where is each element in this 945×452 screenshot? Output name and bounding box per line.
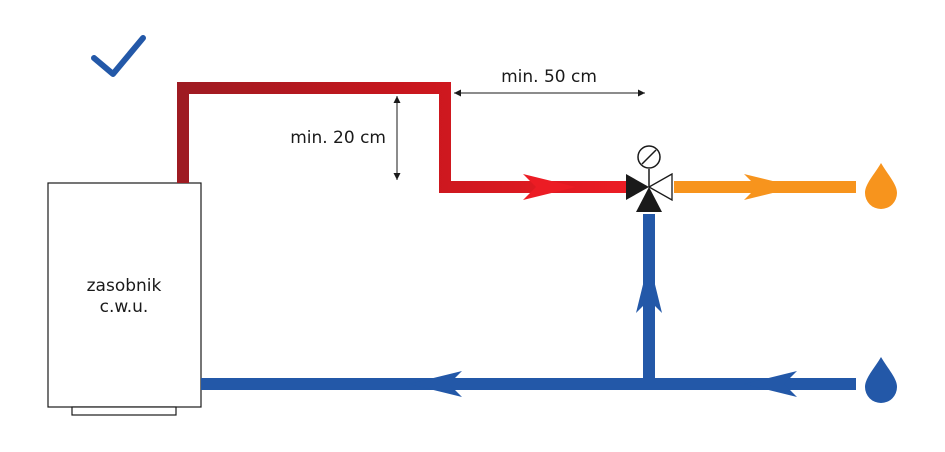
dimension-horizontal: min. 50 cm [454,67,645,97]
tank-label-line2: c.w.u. [100,297,149,317]
cold-flow-arrow-left [409,371,462,397]
cold-flow-arrow-up [636,260,662,313]
hot-water-pipe [177,82,628,193]
hot-water-drop-icon [865,163,897,209]
thermostatic-mixing-valve-icon [626,145,673,212]
cold-water-drop-icon [865,357,897,403]
tank-label-line1: zasobnik [87,276,162,296]
dimension-vertical-label: min. 20 cm [290,128,386,148]
dimension-horizontal-label: min. 50 cm [501,67,597,87]
cold-flow-arrow-right [744,371,797,397]
mixed-flow-arrow [744,174,797,200]
storage-tank: zasobnik c.w.u. [47,182,202,416]
checkmark-icon [91,35,146,77]
hot-flow-arrow [523,174,576,200]
dimension-vertical: min. 20 cm [290,96,401,180]
cold-return-pipe [201,378,856,390]
